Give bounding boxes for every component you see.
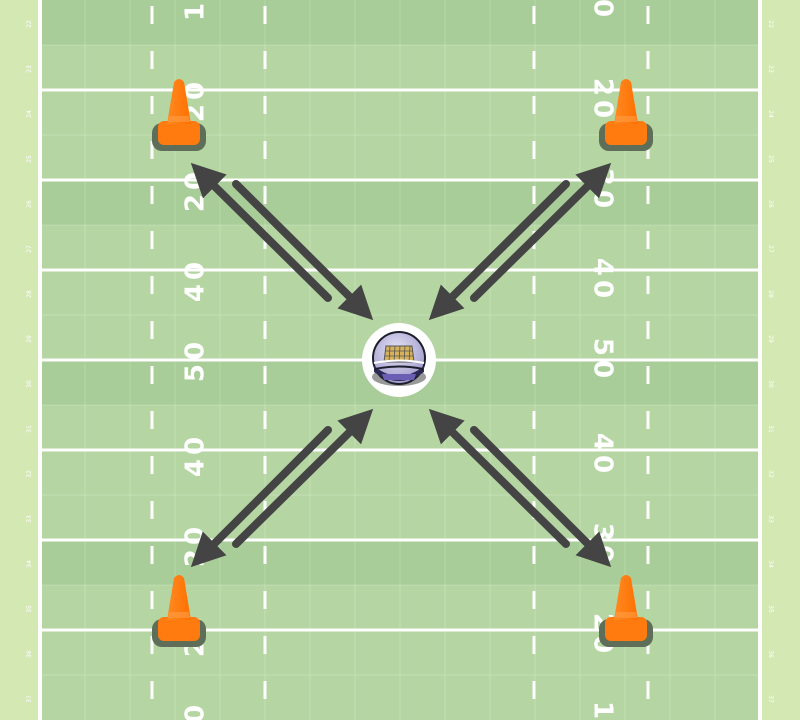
route-top-left — [190, 162, 374, 321]
edge-number-right: 35 — [767, 605, 774, 613]
edge-number-right: 36 — [767, 650, 774, 658]
edge-number-left: 33 — [26, 515, 33, 523]
edge-number-right: 26 — [767, 200, 774, 208]
edge-number-left: 29 — [26, 335, 33, 343]
edge-number-right: 28 — [767, 290, 774, 298]
edge-number-right: 37 — [767, 695, 774, 703]
edge-number-right: 29 — [767, 335, 774, 343]
yard-number-right: 20 — [588, 78, 618, 122]
edge-number-right: 32 — [767, 470, 774, 478]
edge-number-left: 35 — [26, 605, 33, 613]
route-arrow-in — [428, 180, 570, 321]
edge-number-left: 28 — [26, 290, 33, 298]
football-helmet-icon — [372, 331, 426, 386]
yard-number-right: 1 — [588, 701, 618, 720]
edge-number-right: 27 — [767, 245, 774, 253]
edge-number-left: 23 — [26, 65, 33, 73]
edge-number-left: 36 — [26, 650, 33, 658]
edge-number-left: 30 — [26, 380, 33, 388]
yard-number-left: 50 — [181, 338, 211, 382]
turf-stripe — [40, 0, 760, 45]
route-bottom-right — [428, 408, 612, 568]
yard-number-left: 0 — [181, 701, 211, 720]
route-arrow-out — [470, 162, 612, 302]
edge-number-right: 34 — [767, 560, 774, 568]
edge-number-left: 34 — [26, 560, 33, 568]
yard-number-left: 1 — [181, 0, 211, 21]
edge-number-right: 31 — [767, 425, 774, 433]
yard-number-right: 50 — [588, 338, 618, 382]
route-arrow-in — [232, 180, 374, 321]
route-arrow-in — [232, 408, 374, 548]
route-arrow-in — [428, 408, 570, 548]
yard-number-right: 40 — [588, 433, 618, 477]
route-top-right — [428, 162, 612, 321]
turf-stripe — [40, 540, 760, 585]
edge-number-left: 27 — [26, 245, 33, 253]
edge-number-right: 23 — [767, 65, 774, 73]
turf-stripe — [40, 180, 760, 225]
route-arrow-out — [470, 426, 612, 568]
yard-number-right: 40 — [588, 258, 618, 302]
edge-number-right: 22 — [767, 20, 774, 28]
route-arrow-out — [190, 162, 332, 302]
yard-number-right: 0 — [588, 0, 618, 21]
edge-number-left: 26 — [26, 200, 33, 208]
edge-number-left: 31 — [26, 425, 33, 433]
yard-number-left: 40 — [181, 258, 211, 302]
yard-number-left: 40 — [181, 433, 211, 477]
edge-number-left: 32 — [26, 470, 33, 478]
route-bottom-left — [190, 408, 374, 568]
edge-number-right: 24 — [767, 110, 774, 118]
edge-number-right: 25 — [767, 155, 774, 163]
routes — [190, 162, 612, 568]
edge-number-right: 30 — [767, 380, 774, 388]
player-center — [362, 323, 436, 397]
edge-number-left: 25 — [26, 155, 33, 163]
edge-number-left: 37 — [26, 695, 33, 703]
edge-numbers: 22 23 24 25 26 27 28 29 30 31 32 33 34 35 36 37 22 23 24 25… — [26, 20, 774, 703]
edge-number-left: 22 — [26, 20, 33, 28]
edge-number-right: 33 — [767, 515, 774, 523]
edge-number-left: 24 — [26, 110, 33, 118]
route-arrow-out — [190, 426, 332, 568]
yard-numbers: 12020405040202000203040504030201 — [181, 0, 618, 720]
